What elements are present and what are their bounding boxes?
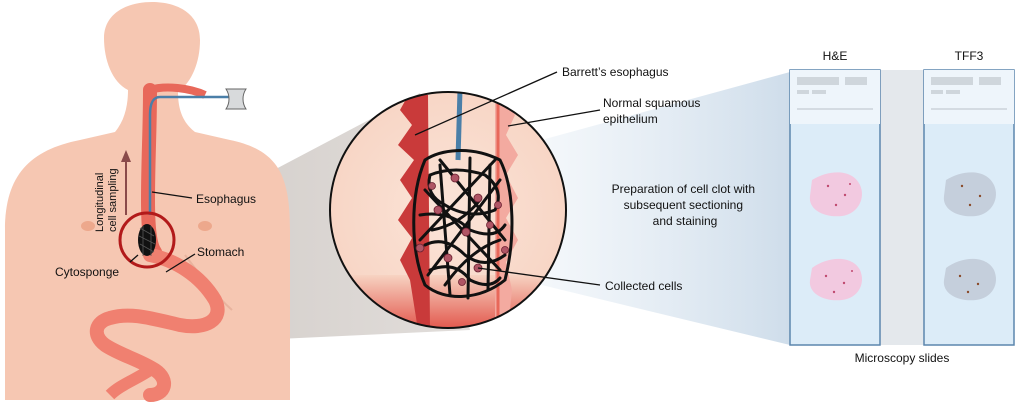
tff3-tissue-section-1 — [943, 172, 996, 217]
barretts-label: Barrett’s esophagus — [562, 65, 669, 79]
he-tissue-section-1 — [809, 172, 862, 217]
preparation-text: Preparation of cell clot with subsequent… — [612, 182, 759, 228]
tff3-label: TFF3 — [955, 49, 984, 63]
collected-cells-label: Collected cells — [605, 279, 682, 293]
he-label: H&E — [823, 49, 848, 63]
longitudinal-arrow — [121, 150, 131, 215]
tff3-tissue-section-2 — [943, 258, 996, 301]
collected-cells — [415, 173, 509, 286]
cytosponge-highlight-ring — [118, 211, 176, 269]
slide-cone — [500, 72, 790, 345]
cytosponge-string — [148, 95, 230, 215]
capsule-tag-icon — [225, 88, 247, 110]
stomach-shape — [89, 248, 225, 402]
microscopy-label: Microscopy slides — [855, 351, 950, 365]
normal-squamous-label: Normal squamous epithelium — [603, 96, 704, 126]
cytosponge-icon — [138, 224, 156, 256]
tff3-slide — [923, 69, 1015, 346]
cytosponge-label: Cytosponge — [55, 265, 119, 279]
slides-gap — [880, 70, 924, 345]
longitudinal-label: Longitudinal cell sampling — [94, 168, 119, 232]
he-tissue-section-2 — [809, 258, 862, 301]
stomach-label: Stomach — [197, 245, 244, 259]
he-slide — [789, 69, 881, 346]
esophagus-label: Esophagus — [196, 192, 256, 206]
